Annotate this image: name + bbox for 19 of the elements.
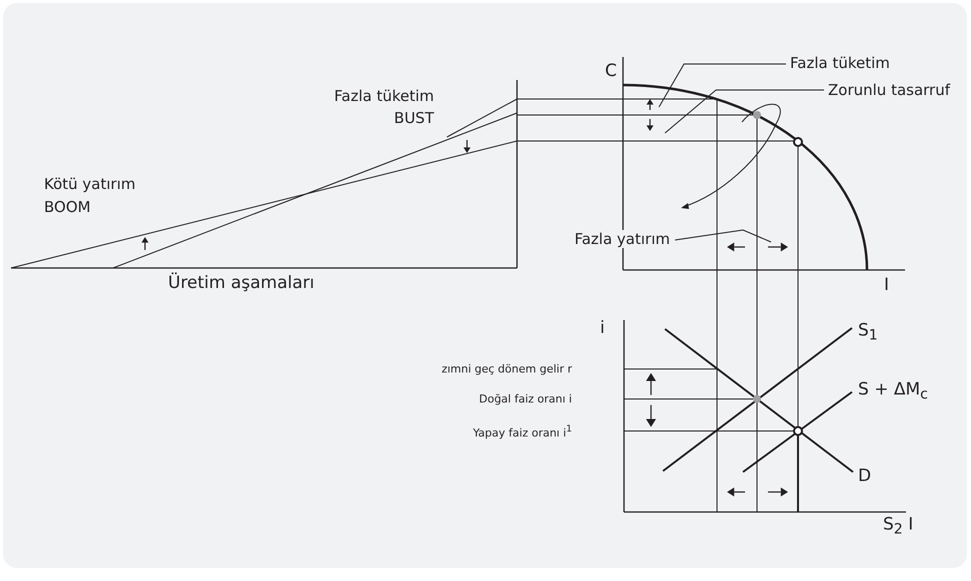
axis-label: C — [605, 62, 617, 80]
curve-label: D — [858, 467, 872, 485]
section-label: BUST — [394, 109, 434, 127]
rate-label: Yapay faiz oranı i$^{1}$ — [472, 422, 572, 440]
axis-label: I — [884, 276, 890, 294]
leader-line — [674, 229, 772, 242]
rate-label: zımni geç dönem gelir r — [442, 362, 572, 376]
section-label: Kötü yatırım — [44, 175, 136, 193]
leader-line — [658, 64, 786, 108]
axis-label: Üretim aşamaları — [168, 274, 314, 292]
leader-line — [664, 90, 824, 134]
axis-label: S$_{2}$ I — [883, 515, 914, 539]
section-label: Fazla tüketim — [334, 87, 434, 105]
curve-label: S + ΔM$_{c}$ — [858, 380, 928, 404]
curve-label: S$_{1}$ — [858, 321, 878, 345]
section-label: BOOM — [44, 198, 91, 216]
rate-label: Doğal faiz oranı i — [479, 392, 572, 406]
axis-label: i — [600, 319, 605, 337]
callout-label: Fazla yatırım — [574, 230, 670, 248]
